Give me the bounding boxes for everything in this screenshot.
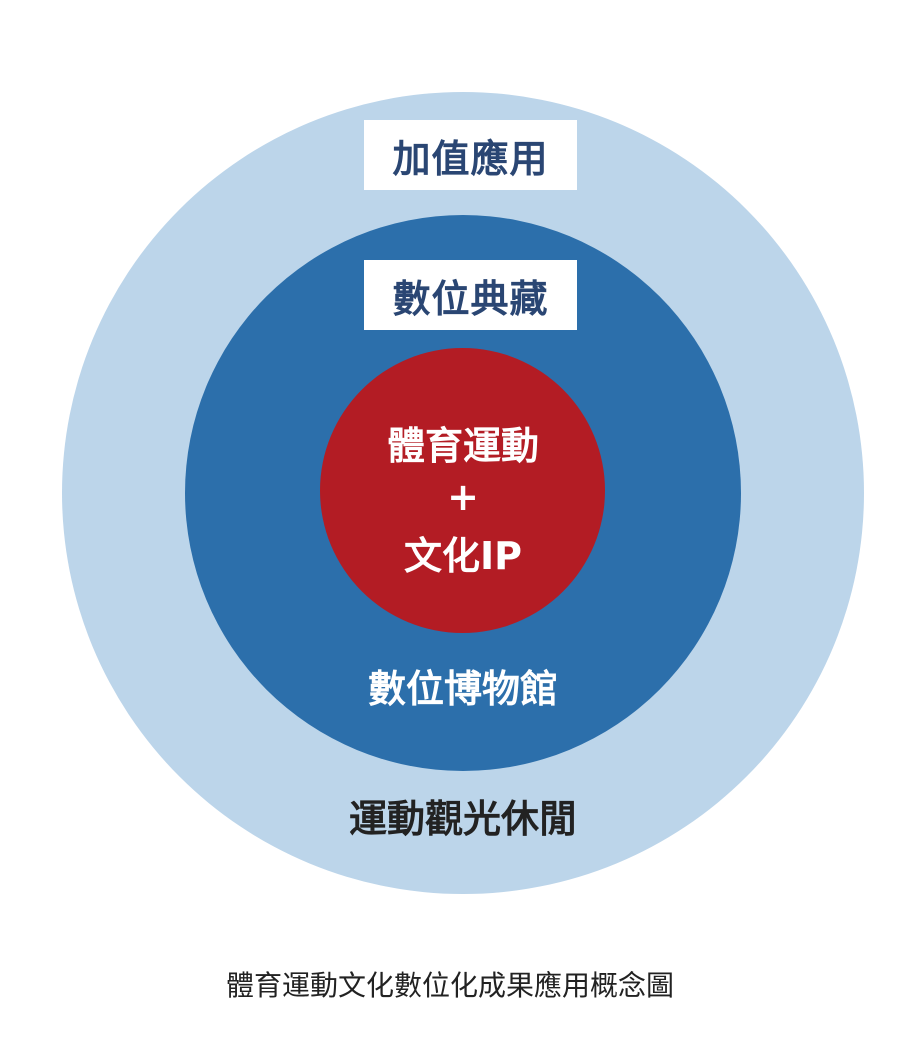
core-label-line3: 文化IP xyxy=(404,534,522,578)
core-circle-sports-culture-ip xyxy=(320,348,605,633)
outer-ring-label: 加值應用 xyxy=(364,120,577,190)
core-label-line1: 體育運動 xyxy=(386,424,539,468)
core-label-plus: + xyxy=(447,475,479,519)
middle-ring-label: 數位典藏 xyxy=(364,260,577,330)
middle-ring-bottom-label: 數位博物館 xyxy=(367,667,558,711)
outer-ring-bottom-label: 運動觀光休閒 xyxy=(348,797,577,841)
figure-caption: 體育運動文化數位化成果應用概念圖 xyxy=(225,969,674,1002)
